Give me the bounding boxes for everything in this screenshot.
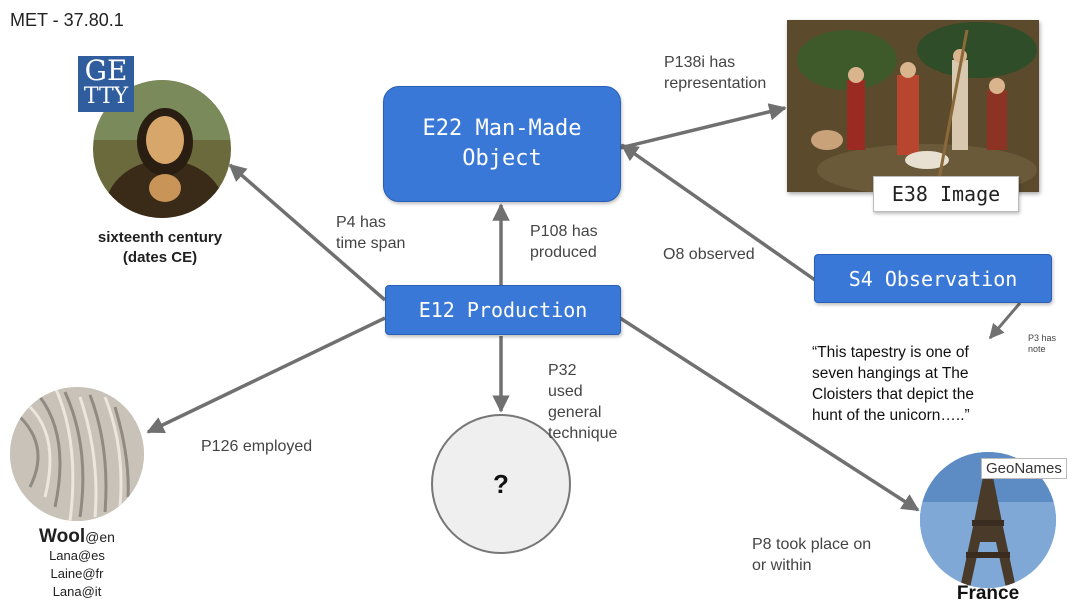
edge-label-p126: P126 employed xyxy=(201,438,313,455)
edge-label-p138i-line1: P138i has xyxy=(664,54,736,71)
edge-label-p32-line2: used xyxy=(548,383,583,400)
edge-label-p108: P108 has produced xyxy=(530,221,598,263)
observation-note-line1: “This tapestry is one of xyxy=(812,344,969,361)
time-span-label: sixteenth century (dates CE) xyxy=(70,228,250,268)
wool-picture xyxy=(10,387,144,521)
edge-label-p4: P4 has time span xyxy=(336,212,405,254)
tapestry-image[interactable] xyxy=(787,20,1039,192)
edge-label-p3-line1: P3 has xyxy=(1028,333,1057,343)
wool-labels: Wool@en Lana@es Laine@fr Lana@it xyxy=(22,526,132,601)
node-production[interactable]: E12 Production xyxy=(385,285,621,335)
edge-label-p3-line2: note xyxy=(1028,344,1046,354)
edge-label-p32-line4: technique xyxy=(548,425,618,442)
edge-label-p8-line2: or within xyxy=(752,557,812,574)
observation-note-line2: seven hangings at The xyxy=(812,365,969,382)
edge-p8 xyxy=(619,316,920,512)
place-label: France xyxy=(956,583,1020,604)
edge-label-o8: O8 observed xyxy=(663,246,755,263)
node-technique-label: ? xyxy=(493,468,509,499)
node-observation[interactable]: S4 Observation xyxy=(814,254,1052,303)
time-span-label-line2: (dates CE) xyxy=(122,249,198,266)
edge-p3 xyxy=(988,302,1022,340)
edge-label-p138i: P138i has representation xyxy=(664,52,766,94)
geonames-logo: GeoNames xyxy=(981,458,1067,479)
observation-note: “This tapestry is one of seven hangings … xyxy=(812,342,1012,426)
tapestry-picture xyxy=(787,20,1039,192)
getty-logo: GE TTY xyxy=(78,56,134,112)
edge-label-p3: P3 has note xyxy=(1028,333,1056,355)
edge-label-p8-line1: P8 took place on xyxy=(752,536,872,553)
wool-main-label: Wool xyxy=(39,526,86,547)
node-man-made-object-line2: Object xyxy=(462,146,542,171)
node-image-label: E38 Image xyxy=(873,176,1019,212)
wool-main-lang: @en xyxy=(85,529,115,545)
observation-note-line4: hunt of the unicorn…..” xyxy=(812,407,970,424)
getty-logo-line1: GE xyxy=(84,54,128,87)
edge-label-p108-line1: P108 has xyxy=(530,223,598,240)
edge-label-p32: P32 used general technique xyxy=(548,360,617,444)
edge-o8 xyxy=(620,143,817,282)
wool-alt-it: Lana@it xyxy=(52,584,102,599)
edge-label-p32-line1: P32 xyxy=(548,362,577,379)
time-span-label-line1: sixteenth century xyxy=(97,229,223,246)
node-observation-label: S4 Observation xyxy=(848,266,1018,291)
edge-p4 xyxy=(228,163,387,302)
edge-label-p32-line3: general xyxy=(548,404,602,421)
edge-label-p108-line2: produced xyxy=(530,244,597,261)
node-man-made-object-line1: E22 Man-Made xyxy=(422,116,582,141)
wool-image[interactable] xyxy=(10,387,144,521)
place-image[interactable] xyxy=(920,452,1056,588)
node-production-label: E12 Production xyxy=(418,298,588,322)
edge-p138i xyxy=(619,103,787,150)
edge-p126 xyxy=(146,316,386,434)
page-title: MET - 37.80.1 xyxy=(10,10,124,30)
edge-label-p4-line1: P4 has xyxy=(336,214,386,231)
node-man-made-object[interactable]: E22 Man-Made Object xyxy=(383,86,621,202)
observation-note-line3: Cloisters that depict the xyxy=(812,386,974,403)
edge-label-p8: P8 took place on or within xyxy=(752,534,871,576)
wool-alt-es: Lana@es xyxy=(49,548,105,563)
wool-main-line: Wool@en xyxy=(22,526,132,547)
edge-label-p138i-line2: representation xyxy=(664,75,767,92)
node-technique[interactable]: ? xyxy=(431,414,571,554)
getty-logo-line2: TTY xyxy=(83,84,129,109)
edge-label-p4-line2: time span xyxy=(336,235,406,252)
wool-alt-fr: Laine@fr xyxy=(50,566,104,581)
